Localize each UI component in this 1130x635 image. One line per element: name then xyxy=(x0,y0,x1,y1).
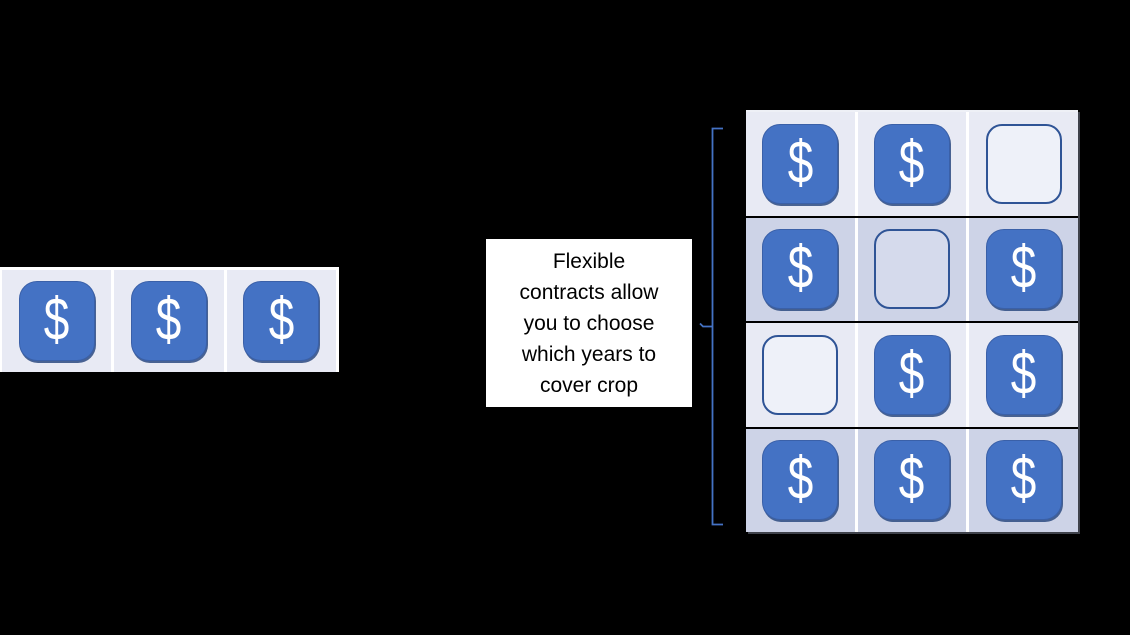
dollar-tile: $ xyxy=(243,281,320,361)
dollar-tile: $ xyxy=(985,229,1062,310)
contract-year-cell: $ xyxy=(857,112,967,216)
contract-year-cell: $ xyxy=(969,217,1079,321)
bracket-middle-tick xyxy=(699,322,713,328)
empty-year-tile xyxy=(985,123,1062,204)
empty-year-tile xyxy=(874,229,950,310)
dollar-tile: $ xyxy=(18,281,95,361)
dollar-tile: $ xyxy=(874,440,950,521)
contract-year-cell xyxy=(969,112,1079,216)
flexible-contract-grid: $$$$$$$$$ xyxy=(746,110,1079,532)
dollar-tile: $ xyxy=(985,334,1062,415)
contract-year-cell: $ xyxy=(746,112,855,216)
callout-line: you to choose xyxy=(523,311,655,335)
contract-year-row: $$ xyxy=(746,323,1079,427)
dollar-tile: $ xyxy=(762,229,839,310)
contract-year-cell: $ xyxy=(857,323,967,427)
row-divider xyxy=(746,215,1078,218)
dollar-icon: $ xyxy=(268,284,295,353)
empty-year-tile xyxy=(762,334,839,415)
callout-line: contracts allow xyxy=(519,280,659,304)
dollar-tile: $ xyxy=(762,440,839,521)
dollar-icon: $ xyxy=(899,127,925,196)
contract-year-row: $$ xyxy=(746,112,1079,216)
contract-year-cell: $ xyxy=(969,323,1079,427)
annual-contract-row: $ $ $ xyxy=(0,267,339,372)
row-divider xyxy=(746,426,1078,429)
callout-line: cover crop xyxy=(539,373,639,397)
left-bracket xyxy=(699,127,723,526)
contract-year-cell xyxy=(857,217,967,321)
annual-row-cell: $ xyxy=(2,270,112,372)
dollar-tile: $ xyxy=(985,440,1062,521)
callout-line: which years to xyxy=(521,342,657,366)
dollar-tile: $ xyxy=(874,123,950,204)
contract-year-cell: $ xyxy=(969,428,1079,532)
contract-year-row: $$ xyxy=(746,217,1079,321)
callout-line: Flexible xyxy=(552,249,626,273)
flexible-contract-callout: Flexible contracts allow you to choose whic… xyxy=(486,239,692,407)
dollar-icon: $ xyxy=(1010,443,1037,512)
dollar-icon: $ xyxy=(787,232,814,301)
bracket-spine xyxy=(711,127,723,526)
dollar-icon: $ xyxy=(1010,338,1037,407)
contract-year-cell: $ xyxy=(857,428,967,532)
annual-row-cell: $ xyxy=(226,270,336,372)
contract-year-cell xyxy=(746,323,855,427)
dollar-icon: $ xyxy=(43,284,70,353)
contract-year-cell: $ xyxy=(746,428,855,532)
dollar-icon: $ xyxy=(899,338,925,407)
annual-row-cell: $ xyxy=(114,270,224,372)
contract-year-row: $ $ $ xyxy=(746,428,1079,532)
dollar-icon: $ xyxy=(787,443,814,512)
dollar-tile: $ xyxy=(762,123,839,204)
row-divider xyxy=(746,321,1078,323)
dollar-icon: $ xyxy=(787,127,814,196)
dollar-icon: $ xyxy=(1010,232,1037,301)
dollar-icon: $ xyxy=(156,284,182,353)
contract-year-cell: $ xyxy=(746,217,855,321)
dollar-tile: $ xyxy=(874,334,950,415)
dollar-icon: $ xyxy=(899,443,925,512)
dollar-tile: $ xyxy=(130,281,207,361)
